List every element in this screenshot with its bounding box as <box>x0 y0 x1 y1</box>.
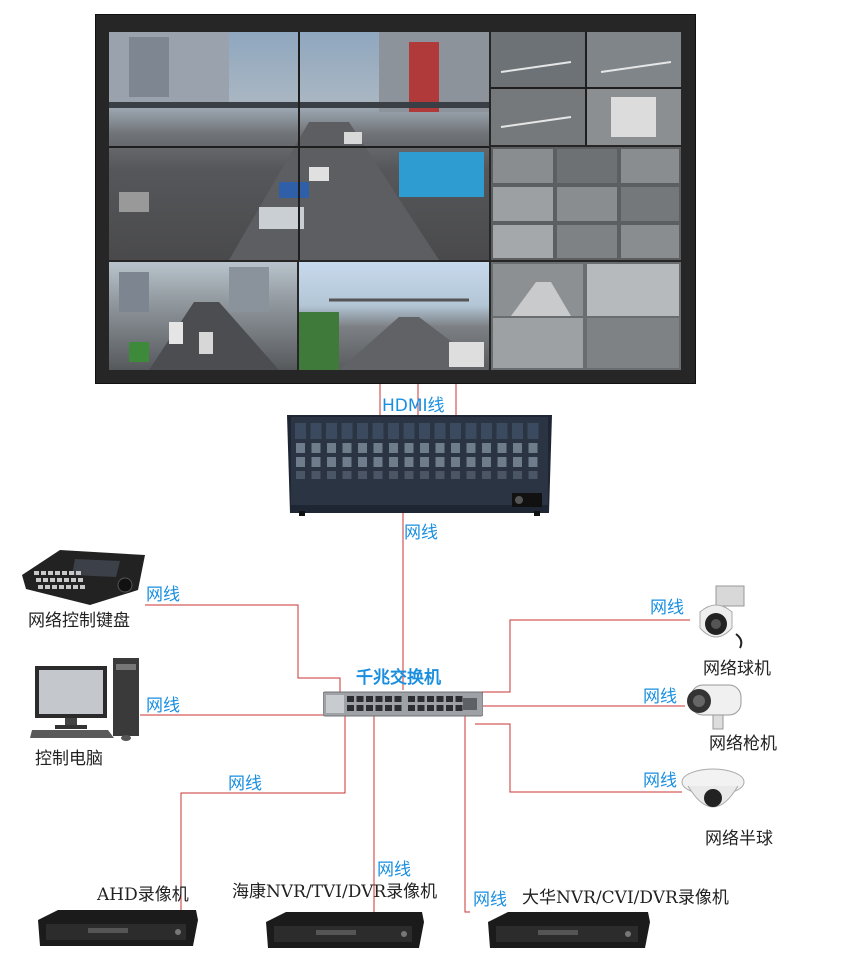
pc-icon <box>30 658 145 743</box>
wall-screen-corridors <box>491 262 681 370</box>
ptz-camera-icon <box>686 584 756 654</box>
decoder-icon <box>287 413 552 516</box>
keyboard-cable-label: 网线 <box>146 585 180 605</box>
dahua-cable-label: 网线 <box>473 890 507 910</box>
hik-dvr-label: 海康NVR/TVI/DVR录像机 <box>232 882 438 902</box>
ahd-cable-label: 网线 <box>228 774 262 794</box>
pc-label: 控制电脑 <box>35 749 103 769</box>
half-dome-label: 网络半球 <box>705 829 773 849</box>
wall-screen-crossings <box>491 32 681 145</box>
dahua-dvr-icon <box>488 910 650 950</box>
halfdome-cable-label: 网线 <box>643 771 677 791</box>
decoder-cable-label: 网线 <box>404 523 438 543</box>
keyboard-icon <box>20 545 148 607</box>
bullet-cam-label: 网络枪机 <box>709 734 777 754</box>
wall-screen-indoor-grid <box>491 147 681 260</box>
bullet-camera-icon <box>683 679 745 731</box>
switch-icon <box>322 690 484 718</box>
pc-cable-label: 网线 <box>146 696 180 716</box>
hdmi-cable-label: HDMI线 <box>382 396 445 416</box>
ahd-dvr-icon <box>38 908 198 948</box>
half-dome-camera-icon <box>680 762 746 822</box>
video-wall <box>95 14 696 384</box>
wall-screen-intersection <box>299 262 489 370</box>
dome-cam-label: 网络球机 <box>703 659 771 679</box>
keyboard-label: 网络控制键盘 <box>28 611 130 631</box>
dahua-dvr-label: 大华NVR/CVI/DVR录像机 <box>522 888 729 908</box>
wall-screen-street <box>109 32 489 260</box>
dome-cable-label: 网线 <box>650 598 684 618</box>
ahd-dvr-label: AHD录像机 <box>97 885 189 905</box>
bullet-cable-label: 网线 <box>643 687 677 707</box>
wall-screen-bus-lane <box>109 262 297 370</box>
switch-label: 千兆交换机 <box>356 668 441 688</box>
hik-cable-label: 网线 <box>377 860 411 880</box>
hik-dvr-icon <box>266 910 424 950</box>
